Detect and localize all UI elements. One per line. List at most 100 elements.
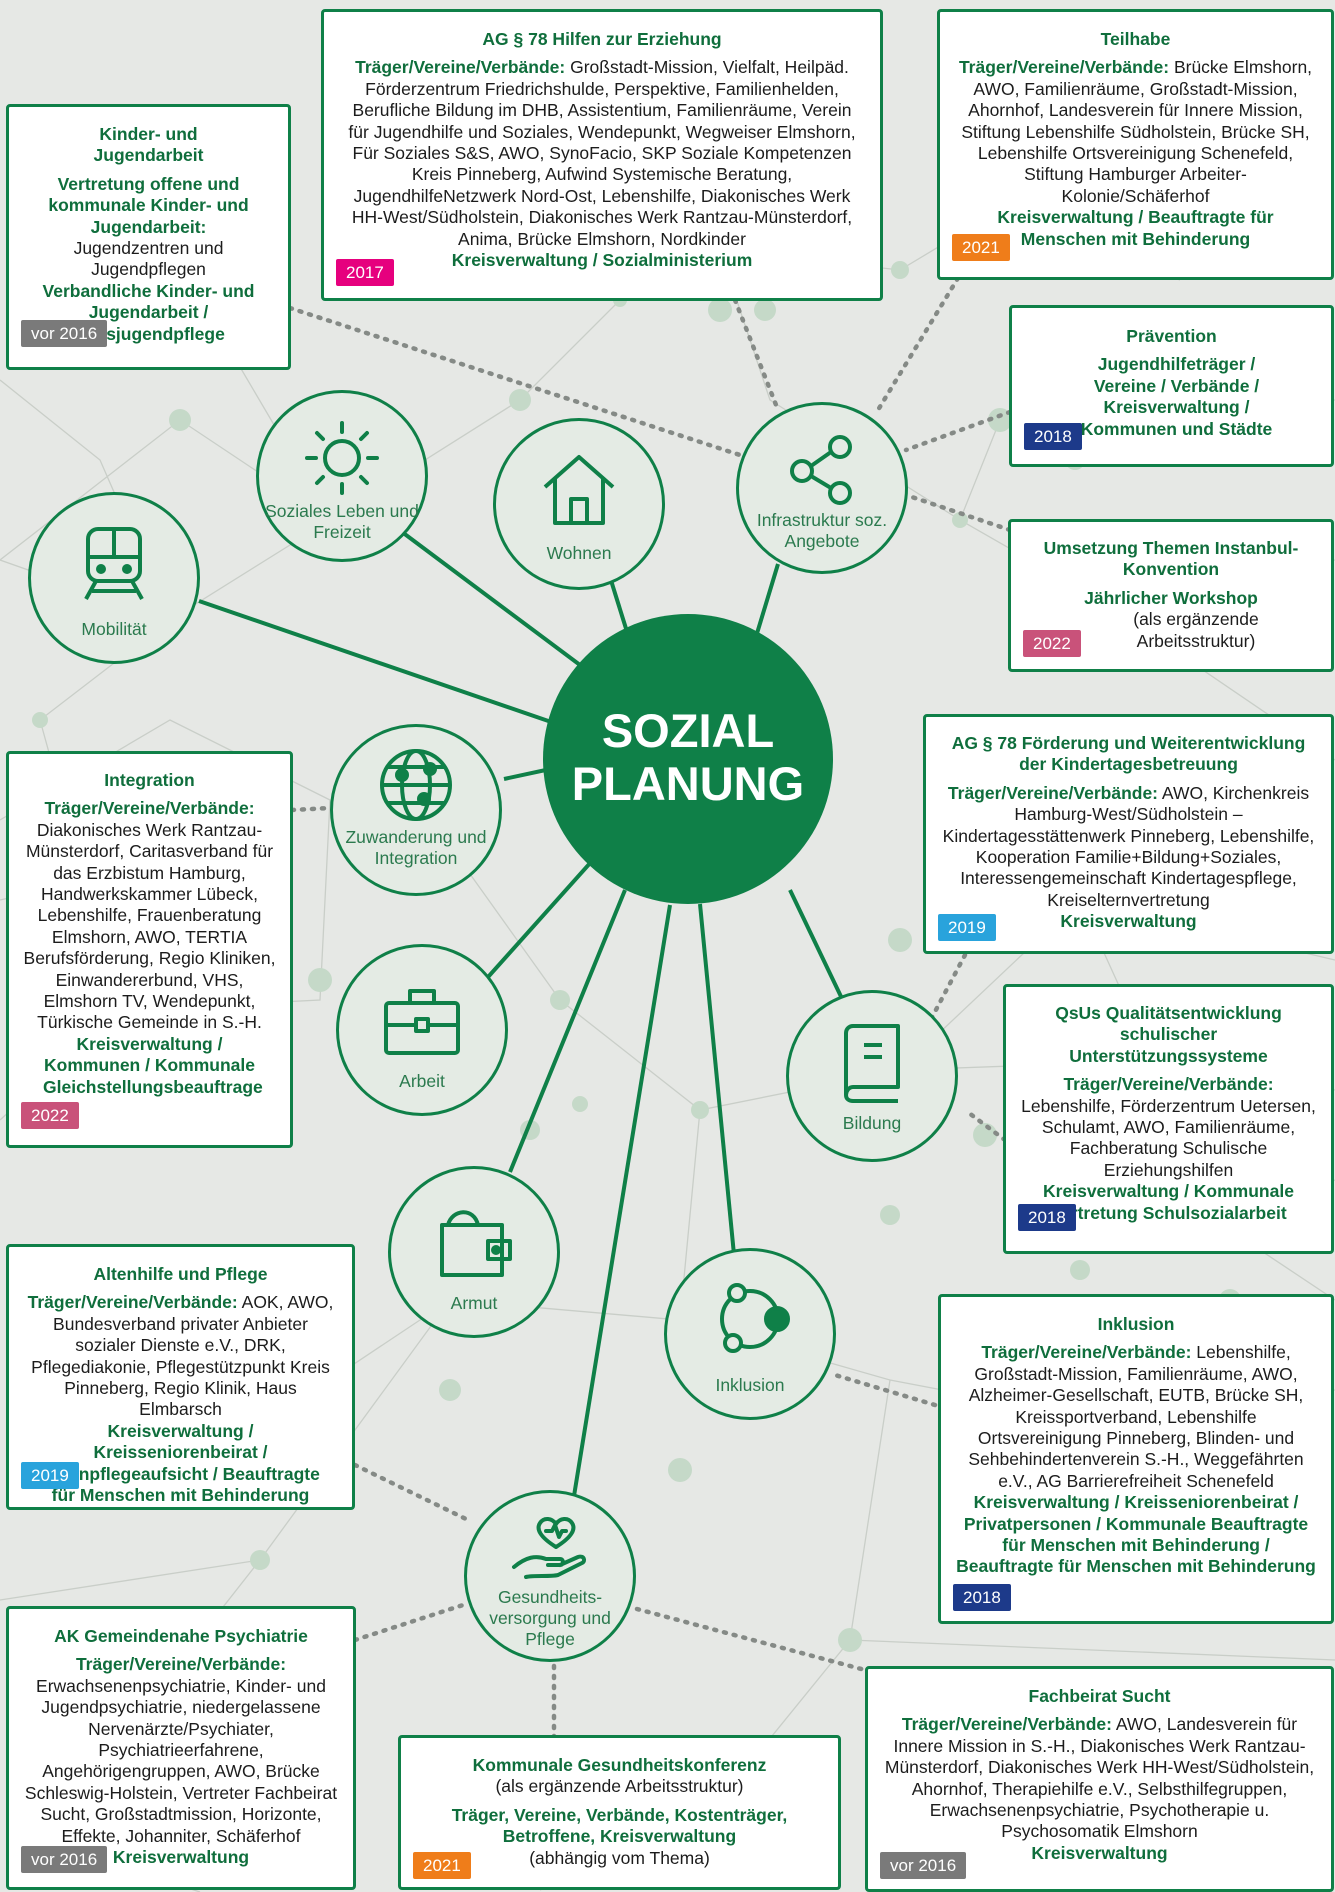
box-inklusion: Inklusion Träger/Vereine/Verbände: Leben… <box>938 1294 1334 1624</box>
box-text: Träger/Vereine/Verbände: Lebenshilfe, Fö… <box>1020 1074 1317 1181</box>
sun-icon <box>305 421 379 495</box>
box-org: Jährlicher Workshop <box>1084 587 1258 608</box>
year-badge: 2019 <box>21 1462 79 1489</box>
topic-label: Gesundheits-versorgung und Pflege <box>489 1587 611 1649</box>
box-gesundheitskonferenz: Kommunale Gesundheitskonferenz (als ergä… <box>398 1735 841 1890</box>
box-text: Träger/Vereine/Verbände: AWO, Kirchenkre… <box>940 783 1317 911</box>
box-ag78-hilfen: AG § 78 Hilfen zur Erziehung Träger/Vere… <box>321 9 883 301</box>
topic-mobilitaet[interactable]: Mobilität <box>28 492 200 664</box>
topic-armut[interactable]: Armut <box>388 1166 560 1338</box>
topic-label: Wohnen <box>546 543 612 563</box>
topic-label: Inklusion <box>715 1375 785 1395</box>
box-admin: Kreisverwaltung / Kommunale Vertretung S… <box>1043 1181 1294 1223</box>
box-text: (abhängig vom Thema) <box>529 1847 710 1868</box>
box-title: Prävention <box>1126 326 1217 346</box>
box-lead: Träger/Vereine/Verbände: <box>355 57 566 78</box>
box-members: AWO, Kirchenkreis Hamburg-West/Südholste… <box>942 782 1315 910</box>
year-badge: 2019 <box>938 914 996 941</box>
topic-arbeit[interactable]: Arbeit <box>336 944 508 1116</box>
box-members: Brücke Elmshorn, AWO, Familienräume, Gro… <box>961 57 1313 206</box>
box-teilhabe: Teilhabe Träger/Vereine/Verbände: Brücke… <box>937 9 1334 280</box>
globe-network-icon <box>380 749 452 821</box>
box-org: Jugendhilfeträger / Vereine / Verbände /… <box>1080 354 1273 439</box>
train-icon <box>84 527 144 600</box>
year-badge: vor 2016 <box>21 1846 108 1873</box>
box-title: AG § 78 Hilfen zur Erziehung <box>482 29 722 49</box>
box-org: Träger, Vereine, Verbände, Kostenträger,… <box>451 1804 788 1847</box>
topic-inklusion[interactable]: Inklusion <box>664 1248 836 1420</box>
box-members: Lebenshilfe, Großstadt-Mission, Familien… <box>968 1342 1304 1491</box>
briefcase-icon <box>384 989 460 1055</box>
box-lead: Träger/Vereine/Verbände: <box>27 1292 238 1313</box>
box-members: AOK, AWO, Bundesverband privater Anbiete… <box>31 1292 334 1420</box>
box-lead: Träger/Vereine/Verbände: <box>44 798 255 819</box>
box-org: Vertretung offene und kommunale Kinder- … <box>48 173 249 237</box>
topic-label: Bildung <box>842 1113 902 1133</box>
box-admin: Kreisverwaltung / Kreisseniorenbeirat / … <box>41 1420 320 1506</box>
box-sub: (als ergänzende Arbeitsstruktur) <box>495 1776 744 1797</box>
topic-gesundheit[interactable]: Gesundheits-versorgung und Pflege <box>464 1490 636 1662</box>
topic-label: Infrastruktur soz. Angebote <box>756 510 888 551</box>
solid-spokes <box>198 530 848 1497</box>
box-istanbul: Umsetzung Themen Instanbul-Konvention Jä… <box>1008 519 1334 672</box>
box-text: Träger/Vereine/Verbände: Brücke Elmshorn… <box>954 57 1317 207</box>
box-lead: Träger/Vereine/Verbände: <box>981 1342 1192 1363</box>
year-badge: vor 2016 <box>880 1852 967 1879</box>
box-admin: Kreisverwaltung <box>112 1847 250 1868</box>
box-lead: Träger/Vereine/Verbände: <box>901 1714 1112 1735</box>
box-psychiatrie: AK Gemeindenahe Psychiatrie Träger/Verei… <box>6 1606 356 1890</box>
box-integration: Integration Träger/Vereine/Verbände: Dia… <box>6 751 293 1148</box>
inclusion-cycle-icon <box>720 1283 790 1353</box>
box-lead: Träger/Vereine/Verbände: <box>958 57 1170 78</box>
center-title-line2: PLANUNG <box>571 757 805 810</box>
box-admin: Kreisverwaltung / Kommunen / Kommunale G… <box>43 1033 263 1097</box>
year-badge: 2017 <box>336 259 394 286</box>
wallet-icon <box>440 1210 512 1277</box>
center-sozialplanung: SOZIAL PLANUNG <box>543 614 833 904</box>
care-heart-icon <box>512 1517 587 1579</box>
box-title: Integration <box>104 770 195 790</box>
year-badge: 2018 <box>1024 423 1082 450</box>
box-title: Inklusion <box>1097 1314 1175 1334</box>
year-badge: 2018 <box>953 1584 1011 1611</box>
box-title: AG § 78 Förderung und Weiterentwicklung … <box>951 733 1306 775</box>
topic-bildung[interactable]: Bildung <box>786 990 958 1162</box>
box-text: Jugendzentren und Jugendpflegen <box>73 238 224 280</box>
topic-zuwanderung[interactable]: Zuwanderung und Integration <box>330 724 502 896</box>
topic-label: Armut <box>450 1293 498 1313</box>
box-qsus: QsUs Qualitätsentwicklung schulischer Un… <box>1003 984 1334 1254</box>
box-admin: Kreisverwaltung / Kreisseniorenbeirat / … <box>956 1492 1316 1577</box>
box-text: Träger/Vereine/Verbände: Lebenshilfe, Gr… <box>955 1342 1317 1492</box>
box-text: Träger/Vereine/Verbände: AWO, Landesvere… <box>882 1714 1317 1842</box>
box-members: AWO, Landesverein für Innere Mission in … <box>884 1714 1315 1842</box>
box-lead: Träger/Vereine/Verbände: <box>1063 1074 1274 1095</box>
box-praevention: Prävention Jugendhilfeträger / Vereine /… <box>1009 305 1334 467</box>
topic-soziales-leben[interactable]: Soziales Leben und Freizeit <box>256 390 428 562</box>
topic-infrastruktur[interactable]: Infrastruktur soz. Angebote <box>736 402 908 574</box>
box-title: Altenhilfe und Pflege <box>93 1264 268 1284</box>
house-icon <box>543 455 615 525</box>
topic-label: Mobilität <box>81 619 147 639</box>
topic-label: Soziales Leben und Freizeit <box>265 501 419 542</box>
box-admin: Kreisverwaltung / Sozialministerium <box>451 250 753 271</box>
box-title: Umsetzung Themen Instanbul-Konvention <box>1043 538 1299 580</box>
year-badge: 2021 <box>952 234 1010 261</box>
center-title-line1: SOZIAL <box>601 704 775 757</box>
box-admin: Kreisverwaltung <box>1031 1842 1168 1863</box>
box-altenhilfe: Altenhilfe und Pflege Träger/Vereine/Ver… <box>6 1244 355 1510</box>
topic-label: Zuwanderung und Integration <box>345 827 487 868</box>
box-fachbeirat-sucht: Fachbeirat Sucht Träger/Vereine/Verbände… <box>865 1666 1334 1892</box>
box-title: Kommunale Gesundheitskonferenz <box>472 1755 767 1775</box>
share-icon <box>790 435 852 505</box>
box-title: Kinder- und Jugendarbeit <box>93 124 204 166</box>
box-org: Verbandliche Kinder- und Jugendarbeit / … <box>42 280 255 344</box>
year-badge: 2021 <box>413 1852 471 1879</box>
box-text: (als ergänzende Arbeitsstruktur) <box>1133 609 1259 651</box>
year-badge: vor 2016 <box>21 320 108 347</box>
year-badge: 2018 <box>1018 1204 1076 1231</box>
topic-wohnen[interactable]: Wohnen <box>493 418 665 590</box>
box-lead: Träger/Vereine/Verbände: <box>947 782 1159 803</box>
box-title: QsUs Qualitätsentwicklung schulischer Un… <box>1055 1003 1282 1066</box>
topic-label: Arbeit <box>399 1071 445 1091</box>
